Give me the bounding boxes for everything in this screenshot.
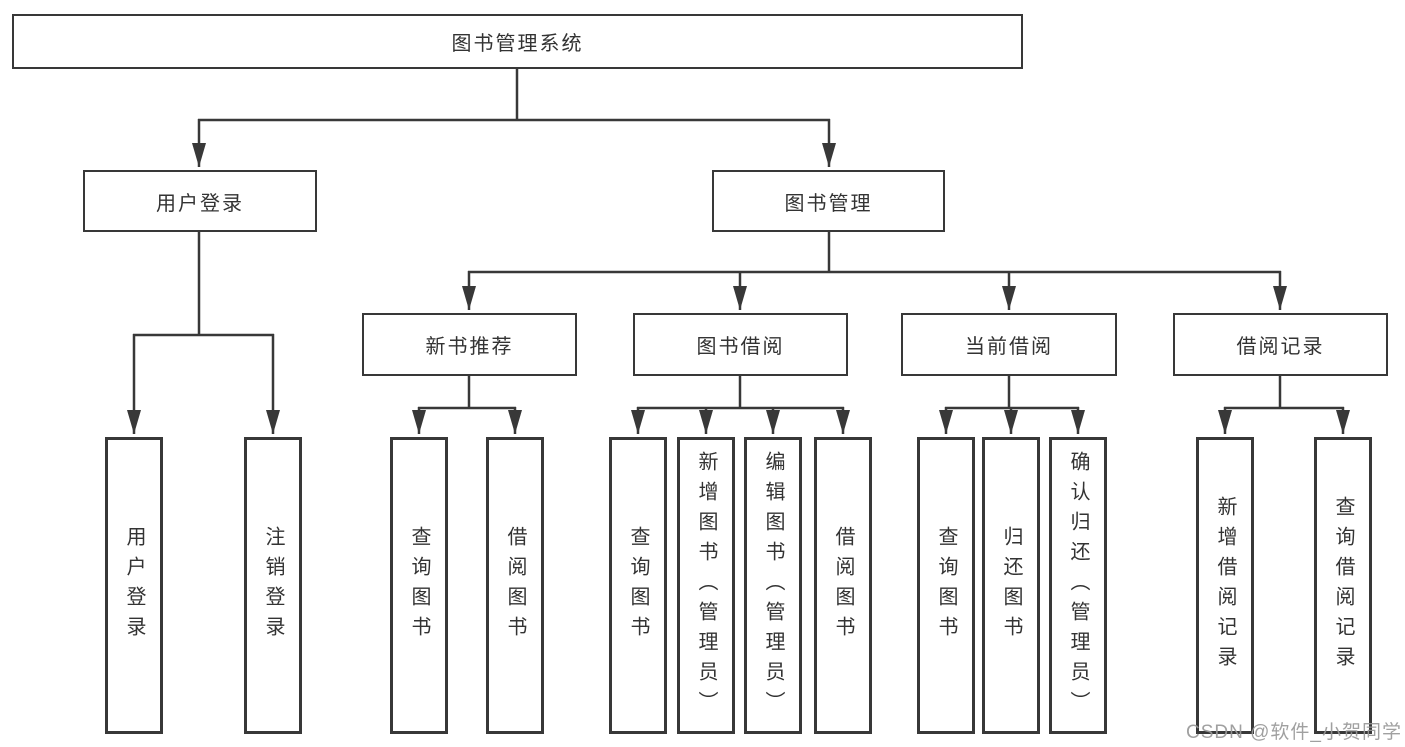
leaf-label: 编辑图书（管理员） — [762, 450, 784, 721]
node-user-login: 用户登录 — [83, 170, 317, 232]
leaf-query-books-current: 查询图书 — [917, 437, 975, 734]
leaf-label: 注销登录 — [262, 525, 284, 646]
node-book-management: 图书管理 — [712, 170, 945, 232]
leaf-label: 新增图书（管理员） — [695, 450, 717, 721]
node-label: 图书管理 — [784, 192, 873, 215]
leaf-confirm-return-admin: 确认归还（管理员） — [1049, 437, 1107, 734]
leaf-label: 用户登录 — [123, 525, 145, 646]
node-new-book-recommendation: 新书推荐 — [362, 313, 577, 376]
node-book-borrowing: 图书借阅 — [633, 313, 848, 376]
node-label: 用户登录 — [156, 192, 244, 215]
node-label: 当前借阅 — [965, 336, 1053, 358]
leaf-borrow-books-recommend: 借阅图书 — [486, 437, 544, 734]
leaf-logout-login: 注销登录 — [244, 437, 302, 734]
node-label: 图书管理系统 — [451, 33, 584, 55]
leaf-edit-books-admin: 编辑图书（管理员） — [744, 437, 802, 734]
leaf-query-books-borrowing: 查询图书 — [609, 437, 667, 734]
leaf-borrow-books-borrowing: 借阅图书 — [814, 437, 872, 734]
leaf-label: 新增借阅记录 — [1214, 495, 1236, 676]
leaf-label: 借阅图书 — [504, 525, 526, 646]
leaf-label: 归还图书 — [1000, 525, 1022, 646]
leaf-label: 查询图书 — [935, 525, 957, 646]
leaf-add-books-admin: 新增图书（管理员） — [677, 437, 735, 734]
node-label: 图书借阅 — [696, 336, 785, 358]
leaf-add-borrow-record: 新增借阅记录 — [1196, 437, 1254, 734]
leaf-label: 确认归还（管理员） — [1067, 450, 1089, 721]
leaf-label: 借阅图书 — [832, 525, 854, 646]
leaf-query-books-recommend: 查询图书 — [390, 437, 448, 734]
leaf-return-books: 归还图书 — [982, 437, 1040, 734]
leaf-query-borrow-record: 查询借阅记录 — [1314, 437, 1372, 734]
leaf-label: 查询图书 — [408, 525, 430, 646]
node-borrowing-records: 借阅记录 — [1173, 313, 1388, 376]
leaf-label: 查询图书 — [627, 525, 649, 646]
node-library-management-system: 图书管理系统 — [12, 14, 1023, 69]
node-label: 借阅记录 — [1236, 336, 1325, 358]
csdn-watermark: CSDN @软件_小贺同学 — [1186, 722, 1402, 743]
leaf-label: 查询借阅记录 — [1332, 495, 1354, 676]
node-label: 新书推荐 — [425, 336, 514, 358]
leaf-user-login: 用户登录 — [105, 437, 163, 734]
node-current-borrowing: 当前借阅 — [901, 313, 1117, 376]
